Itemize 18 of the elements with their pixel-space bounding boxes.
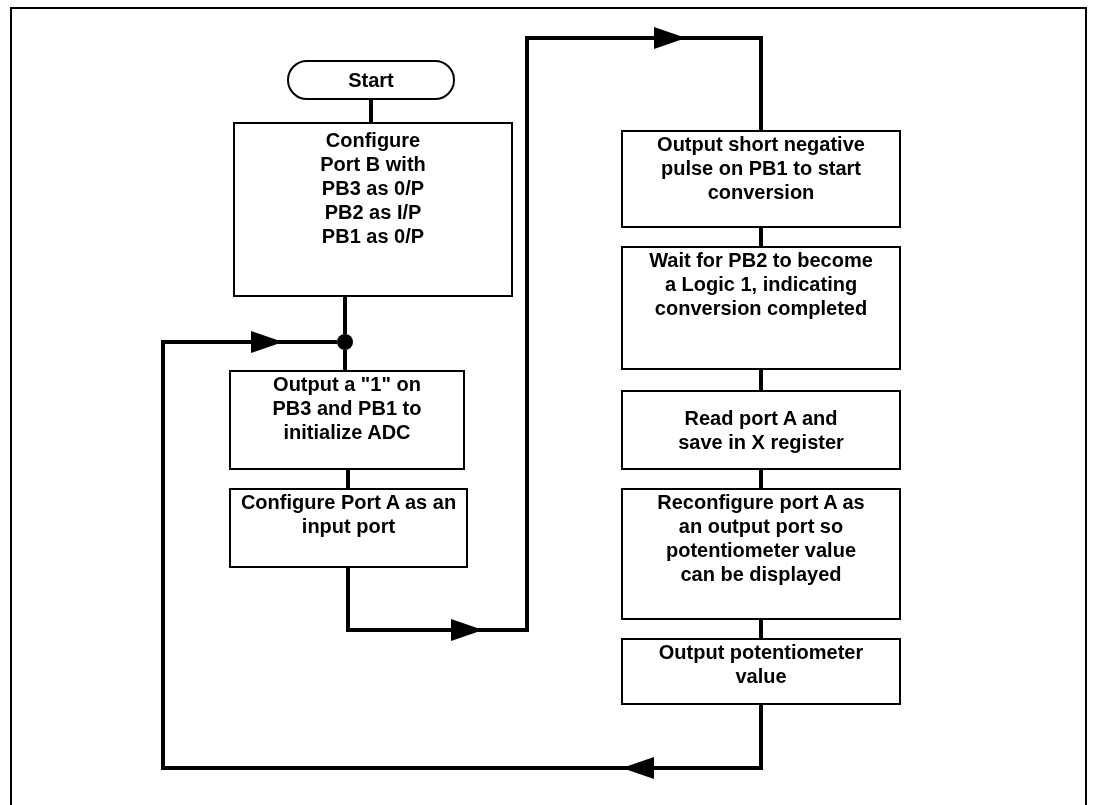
- node-text: Output potentiometer value: [657, 640, 865, 688]
- node-text: Configure Port B with PB3 as 0/P PB2 as I/P PB1 as 0/P: [319, 128, 427, 248]
- process-box: [621, 130, 901, 228]
- node-text: Output a "1" on PB3 and PB1 to initialize ADC: [271, 372, 423, 444]
- node-text: Configure Port A as an input port: [239, 490, 458, 538]
- process-box: [621, 638, 901, 705]
- process-box: [229, 370, 465, 470]
- node-text: Start: [347, 68, 395, 92]
- process-box: [621, 246, 901, 370]
- process-box: [621, 488, 901, 620]
- terminal-pill: [287, 60, 455, 100]
- process-box: [229, 488, 468, 568]
- node-text: Reconfigure port A as an output port so potentiometer value can be displayed: [656, 490, 866, 586]
- process-box: [621, 390, 901, 470]
- node-text: Read port A and save in X register: [677, 406, 845, 454]
- node-text: Wait for PB2 to become a Logic 1, indicating conversion completed: [648, 248, 874, 320]
- process-box: [233, 122, 513, 297]
- node-text: Output short negative pulse on PB1 to start conversion: [656, 132, 866, 204]
